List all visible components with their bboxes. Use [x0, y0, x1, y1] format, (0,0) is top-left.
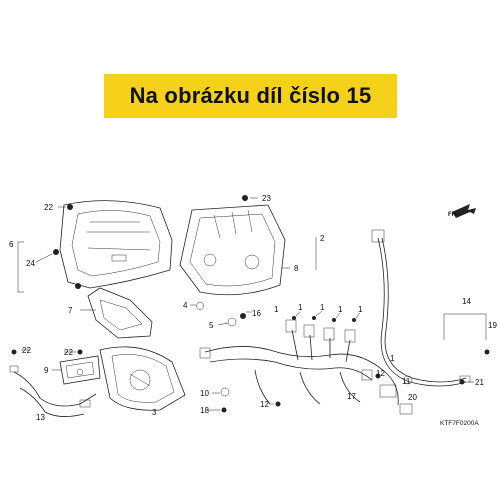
fasteners [11, 195, 490, 413]
meter-cover-panel [87, 287, 153, 339]
banner-text: Na obrázku díl číslo 15 [129, 83, 372, 108]
harness-clips [379, 375, 413, 415]
callout-6: 6 [9, 240, 14, 249]
callout-13: 13 [36, 413, 45, 422]
callout-7: 7 [68, 306, 73, 315]
callout-12: 12 [260, 400, 269, 409]
callout-17: 17 [347, 392, 356, 401]
diagram-code: KTF7F0200A [440, 420, 479, 427]
group-bracket-6 [17, 241, 24, 293]
callout-1: 1 [338, 305, 343, 314]
left-sub-harness [9, 365, 97, 417]
front-direction-marker: FR. [448, 204, 476, 218]
callout-1: 1 [320, 303, 325, 312]
callout-10: 10 [200, 389, 209, 398]
callout-22: 22 [64, 348, 73, 357]
callout-1: 1 [274, 305, 279, 314]
callout-19: 19 [488, 321, 497, 330]
callout-24: 24 [26, 259, 35, 268]
callout-3: 3 [152, 408, 157, 417]
meter-housing [179, 204, 286, 296]
callout-20: 20 [408, 393, 417, 402]
leader-lines [21, 197, 474, 411]
meter-upper-cover [59, 200, 173, 289]
callout-12: 12 [376, 369, 385, 378]
speedometer-cable [371, 229, 471, 387]
callout-14: 14 [462, 297, 471, 306]
callout-1: 1 [298, 303, 303, 312]
callout-5: 5 [209, 321, 214, 330]
callout-16: 16 [252, 309, 261, 318]
callout-1: 1 [358, 305, 363, 314]
callout-22: 22 [22, 346, 31, 355]
meter-bracket-9 [59, 355, 101, 385]
front-direction-label: FR. [448, 212, 458, 218]
main-wire-harness [199, 319, 399, 406]
part-number-banner: Na obrázku díl číslo 15 [104, 74, 397, 118]
callout-18: 18 [200, 406, 209, 415]
group-bracket-14 [443, 313, 487, 340]
callout-2: 2 [320, 234, 325, 243]
callout-9: 9 [44, 366, 49, 375]
callout-1: 1 [390, 354, 395, 363]
meter-assembly [99, 346, 186, 411]
callout-21: 21 [475, 378, 484, 387]
callout-22: 22 [44, 203, 53, 212]
callout-11: 11 [402, 377, 411, 386]
callout-23: 23 [262, 194, 271, 203]
callout-8: 8 [294, 264, 299, 273]
callout-4: 4 [183, 301, 188, 310]
